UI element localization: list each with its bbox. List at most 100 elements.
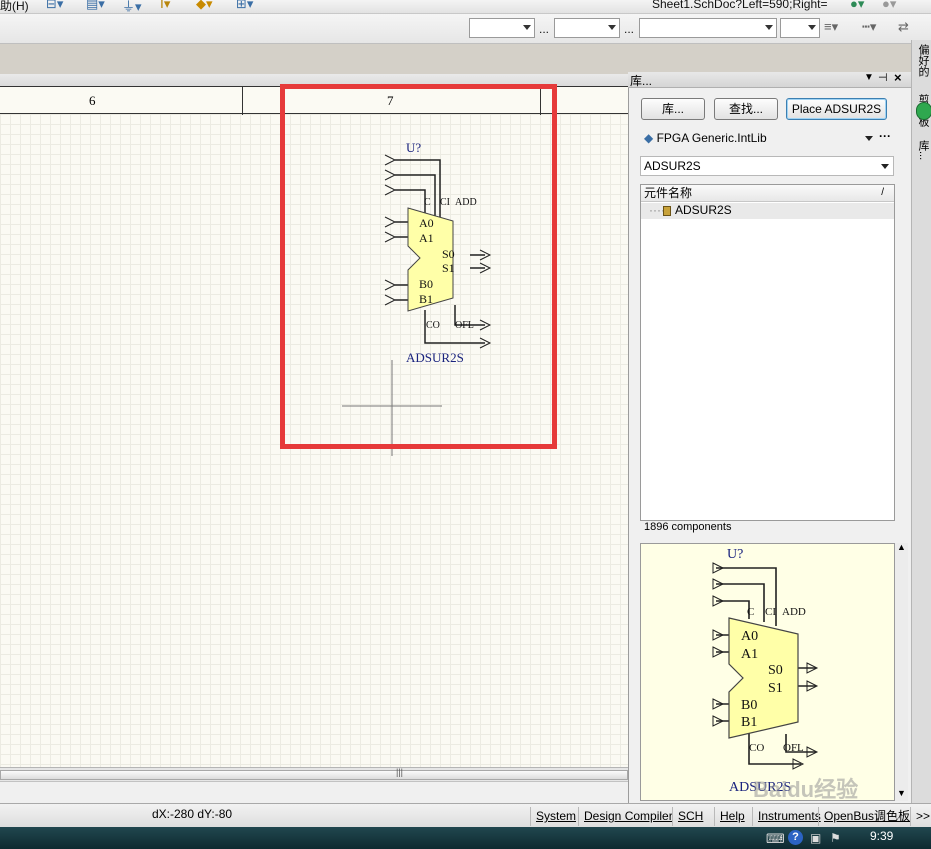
- dash-style-icon[interactable]: ┅▾: [862, 19, 877, 34]
- line-style-icon[interactable]: ≡▾: [824, 19, 839, 34]
- svg-text:B1: B1: [741, 715, 757, 730]
- scrollbar-thumb[interactable]: [0, 770, 628, 780]
- list-item[interactable]: ····· ADSUR2S: [641, 203, 894, 219]
- close-icon[interactable]: ×: [894, 70, 902, 85]
- size-combo[interactable]: [554, 18, 620, 38]
- list-column-header[interactable]: 元件名称 /: [641, 185, 894, 202]
- wire-icon[interactable]: Ⅰ▾: [160, 0, 171, 11]
- designator-label: U?: [406, 140, 421, 155]
- power-port-icon[interactable]: ⏚▾: [122, 0, 142, 14]
- document-footer: [0, 781, 628, 803]
- component-icon: [663, 206, 671, 216]
- pin-icon[interactable]: ⊣: [878, 72, 888, 84]
- comment-label: ADSUR2S: [406, 350, 464, 365]
- status-more-button[interactable]: >>: [910, 807, 931, 826]
- scroll-up-icon[interactable]: ▲: [897, 542, 906, 552]
- zone-divider: [540, 87, 541, 115]
- badge-icon: [916, 102, 931, 120]
- panel-menu-icon[interactable]: ▼: [864, 72, 874, 83]
- zone-label-7: 7: [387, 93, 394, 108]
- svg-text:S1: S1: [768, 681, 783, 696]
- column-header-label: 元件名称: [644, 186, 693, 200]
- svg-text:OFL: OFL: [455, 320, 474, 331]
- library-button[interactable]: 库...: [641, 98, 705, 120]
- font-combo[interactable]: [469, 18, 535, 38]
- placement-crosshair: [342, 360, 442, 456]
- cursor-delta: dX:-280 dY:-80: [152, 807, 233, 821]
- formatting-toolbar: ... ... ≡▾ ┅▾ ⇄: [0, 14, 931, 44]
- zone-divider: [242, 87, 243, 115]
- chevron-down-icon: [608, 25, 616, 30]
- filter-combo[interactable]: ADSUR2S: [640, 156, 894, 176]
- svg-text:OFL: OFL: [783, 742, 804, 754]
- place-button[interactable]: Place ADSUR2S: [786, 98, 887, 120]
- panel-title: 库...: [630, 74, 653, 88]
- status-tab-system[interactable]: System: [530, 807, 581, 826]
- pin-names: C CI ADD A0 A1 B0 B1 S0 S1 CO OFL: [419, 197, 477, 331]
- search-button[interactable]: 查找...: [714, 98, 778, 120]
- keyboard-icon[interactable]: ⌨: [766, 831, 785, 846]
- status-bar: dX:-280 dY:-80 System Design Compiler SC…: [0, 803, 931, 827]
- schematic-component[interactable]: U? ADSUR2S C CI ADD A0 A1 B0 B1 S0 S1 CO…: [340, 130, 510, 460]
- chevron-down-icon: [881, 164, 889, 169]
- forward-icon[interactable]: ●▾: [850, 0, 865, 11]
- component-list[interactable]: 元件名称 / ····· ADSUR2S: [640, 184, 895, 521]
- more-icon[interactable]: ···: [879, 129, 891, 143]
- panel-title-bar: 库... ▼ ⊣ ×: [628, 70, 911, 88]
- chevron-down-icon: [523, 25, 531, 30]
- svg-text:CI: CI: [440, 197, 450, 208]
- side-tab-library[interactable]: 库...: [917, 140, 929, 161]
- paste-icon[interactable]: ▤▾: [86, 0, 105, 11]
- help-icon[interactable]: ?: [788, 830, 803, 845]
- scroll-down-icon[interactable]: ▼: [897, 788, 906, 798]
- status-tab-help[interactable]: Help: [714, 807, 750, 826]
- watermark: Baidu经验: [753, 777, 859, 801]
- svg-text:C: C: [424, 197, 431, 208]
- chevron-down-icon: [808, 25, 816, 30]
- grid-icon[interactable]: ⊞▾: [236, 0, 254, 11]
- flag-icon[interactable]: ⚑: [830, 831, 841, 845]
- svg-text:CO: CO: [426, 320, 440, 331]
- status-tab-design-compiler[interactable]: Design Compiler: [578, 807, 678, 826]
- pin-arrows: [384, 154, 492, 349]
- chevron-down-icon: [865, 136, 873, 141]
- filter-value: ADSUR2S: [644, 159, 701, 173]
- svg-text:B0: B0: [419, 277, 433, 291]
- svg-text:C: C: [747, 606, 754, 618]
- highlight-frame: [280, 84, 557, 449]
- chevron-down-icon: [765, 25, 773, 30]
- library-selector[interactable]: ◆ FPGA Generic.IntLib ···: [640, 128, 896, 148]
- schematic-canvas[interactable]: [0, 74, 628, 767]
- horizontal-scrollbar[interactable]: |||: [0, 767, 628, 781]
- align-icon[interactable]: ⊟▾: [46, 0, 64, 11]
- back-icon[interactable]: ●▾: [882, 0, 897, 11]
- svg-text:ADD: ADD: [782, 606, 806, 618]
- preview-scrollbar[interactable]: ▲ ▼: [895, 542, 908, 801]
- component-labels: U? ADSUR2S: [406, 140, 464, 365]
- network-icon[interactable]: ▣: [810, 831, 822, 845]
- help-menu[interactable]: 助(H): [0, 0, 29, 13]
- preview-arrows: [712, 562, 819, 770]
- status-tab-openbus[interactable]: OpenBus调色板: [818, 807, 915, 826]
- svg-text:ADSUR2S: ADSUR2S: [729, 780, 791, 795]
- svg-text:B1: B1: [419, 292, 433, 306]
- svg-text:ADD: ADD: [455, 197, 477, 208]
- svg-text:S0: S0: [768, 663, 783, 678]
- component-preview: U? ADSUR2S C CI ADD A0 A1 B0 B1 S0 S1 CO…: [640, 543, 895, 801]
- swap-icon[interactable]: ⇄: [898, 19, 909, 34]
- place-part-icon[interactable]: ◆▾: [196, 0, 213, 11]
- library-icon: ◆: [644, 131, 654, 145]
- side-tab-strip: 偏好的 剪贴板 库...: [911, 40, 931, 803]
- status-tab-sch[interactable]: SCH: [672, 807, 708, 826]
- style-combo[interactable]: [639, 18, 777, 38]
- status-tab-instruments[interactable]: Instruments: [752, 807, 826, 826]
- scroll-grip-icon: |||: [396, 767, 404, 777]
- width-combo[interactable]: [780, 18, 820, 38]
- component-wires: [395, 159, 485, 344]
- preview-labels: U? ADSUR2S: [727, 547, 791, 795]
- side-tab-favorites[interactable]: 偏好的: [917, 44, 929, 77]
- clock[interactable]: 9:39: [870, 829, 894, 843]
- preview-pin-names: C CI ADD A0 A1 B0 B1 S0 S1 CO OFL: [741, 606, 806, 754]
- address-bar[interactable]: Sheet1.SchDoc?Left=590;Right=: [652, 0, 828, 11]
- list-item-label: ADSUR2S: [675, 203, 732, 217]
